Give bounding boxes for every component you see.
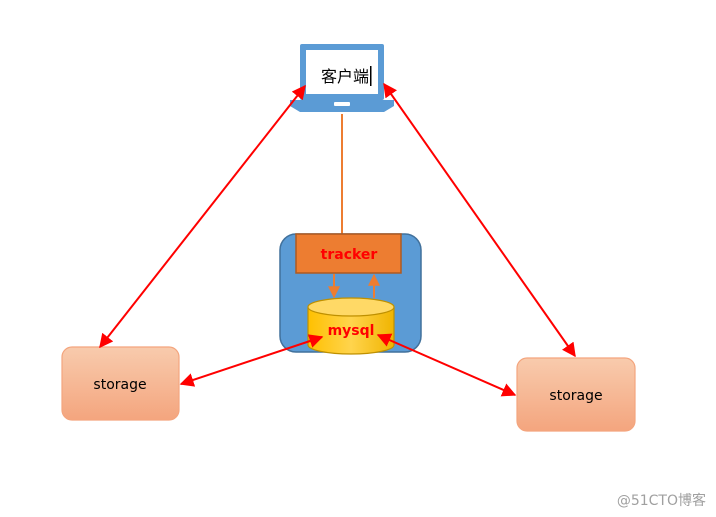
client-storage-left-arrow: [99, 84, 306, 349]
storage-left-label: storage: [93, 377, 146, 393]
client-storage-right-arrow: [383, 82, 576, 358]
storage-right-box: [516, 357, 636, 432]
mysql-label: mysql: [328, 323, 375, 339]
text-cursor: [370, 66, 372, 86]
laptop-icon: [290, 44, 394, 112]
storage-left-mysql-arrow: [179, 334, 324, 387]
client-label: 客户端: [321, 67, 369, 86]
watermark-text: @51CTO博客: [617, 492, 706, 509]
storage-right-label: storage: [549, 388, 602, 404]
tracker-label: tracker: [321, 247, 378, 263]
mysql-storage-right-arrow: [376, 333, 517, 397]
